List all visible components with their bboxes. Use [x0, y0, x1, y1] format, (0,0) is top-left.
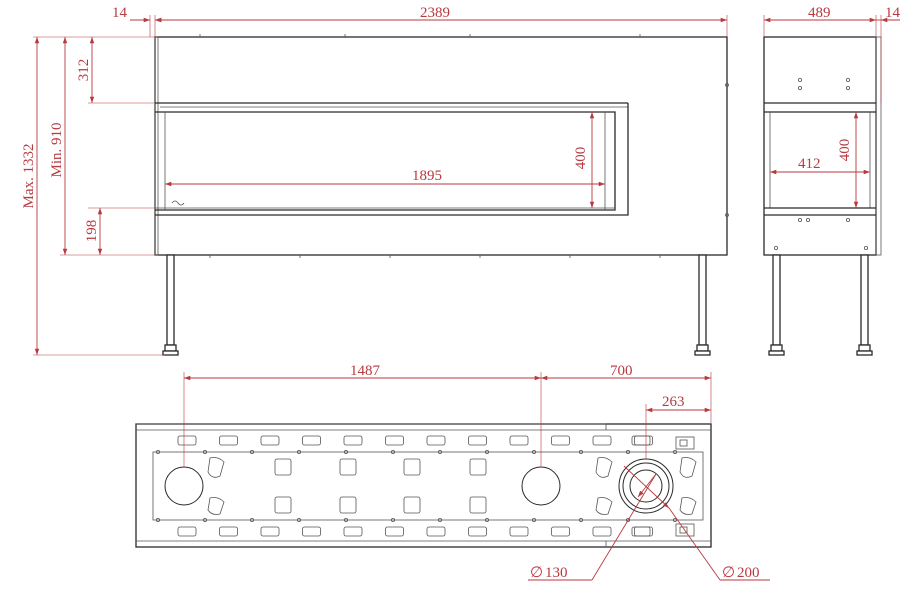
vent-slot [468, 435, 487, 446]
rivet-dot [249, 449, 254, 454]
dim-total-width: 2389 [420, 5, 450, 21]
vent-slot [343, 435, 363, 446]
rivet-dot [155, 449, 160, 454]
vent-slot [219, 526, 238, 537]
vent-slot [551, 435, 570, 446]
vent-slot [592, 526, 612, 537]
vent-slot [509, 435, 529, 446]
dim-min-height: Min. 910 [49, 122, 65, 177]
dim-side-opening-height: 400 [837, 139, 853, 162]
dim-flue-inner-diameter: 130 [545, 565, 568, 581]
vent-slot [631, 526, 651, 537]
vent-slot [509, 526, 529, 537]
vent-slots-top [177, 435, 653, 446]
rivet-dot [296, 518, 301, 523]
mounting-square [469, 458, 487, 476]
dim-side-depth: 489 [808, 5, 831, 21]
rivet-dot [437, 449, 442, 454]
rivet-dots [155, 449, 678, 523]
dim-top-offset: 14 [112, 5, 128, 21]
connector-boxes [675, 436, 695, 537]
vent-slot [219, 435, 238, 446]
rivet-dot [437, 518, 442, 523]
vent-slot [302, 526, 321, 537]
rivet-dot [202, 518, 207, 523]
dim-flue-spacing: 1487 [350, 363, 381, 379]
rivet-dot [673, 518, 678, 523]
vent-slot [426, 435, 446, 446]
curved-cutouts [207, 457, 697, 515]
rivet-dot [532, 518, 537, 523]
mounting-squares [274, 458, 487, 514]
rivet-dot [296, 449, 301, 454]
rivet-dot [343, 518, 348, 523]
dim-bottom-band: 198 [84, 220, 100, 243]
vent-slot [177, 526, 197, 537]
rivet-dot [484, 518, 489, 523]
vent-slot [551, 526, 570, 537]
vent-slots-bottom [177, 526, 653, 537]
dim-flue-inner-diameter-symbol: ∅ [530, 565, 543, 581]
dim-side-offset: 14 [885, 5, 901, 21]
dimension-lines: 14 2389 489 14 Max. 1332 Min. 910 312 19… [21, 5, 901, 581]
dim-flue-offset: 700 [610, 363, 633, 379]
dim-opening-width: 1895 [412, 168, 442, 184]
vent-slot [260, 526, 280, 537]
vent-slot [385, 526, 404, 537]
rivet-dot [673, 449, 678, 454]
vent-slot [592, 435, 612, 446]
rivet-dot [390, 449, 395, 454]
mounting-square [469, 496, 487, 514]
middle-flue-hole [521, 466, 561, 506]
vent-slot [468, 526, 487, 537]
mounting-square [274, 496, 292, 514]
rivet-dot [202, 449, 207, 454]
dim-flue-outer-diameter: 200 [737, 565, 760, 581]
dim-flue-outer-diameter-symbol: ∅ [722, 565, 735, 581]
vent-slot [177, 435, 197, 446]
vent-slot [302, 435, 321, 446]
top-view [135, 423, 712, 548]
rivet-dot [155, 518, 160, 523]
mounting-square [274, 458, 292, 476]
side-legs [768, 254, 873, 356]
dim-top-band: 312 [76, 59, 92, 82]
rivet-dot [343, 449, 348, 454]
mounting-square [339, 458, 357, 476]
left-flue-hole [164, 466, 204, 506]
vent-slot [426, 526, 446, 537]
dim-flue-edge: 263 [662, 394, 685, 410]
dim-max-height: Max. 1332 [21, 144, 37, 209]
rivet-dot [626, 518, 631, 523]
rivet-dot [579, 449, 584, 454]
vent-slot [631, 435, 651, 446]
front-view [154, 34, 729, 356]
vent-slot [343, 526, 363, 537]
rivet-dot [484, 449, 489, 454]
brand-logo [171, 200, 185, 206]
rivet-dot [532, 449, 537, 454]
dim-side-opening-width: 412 [798, 156, 821, 172]
rivet-dot [626, 449, 631, 454]
mounting-square [339, 496, 357, 514]
vent-slot [385, 435, 404, 446]
rivet-dot [579, 518, 584, 523]
front-legs [162, 254, 711, 356]
vent-slot [260, 435, 280, 446]
rivet-dot [390, 518, 395, 523]
mounting-square [403, 458, 421, 476]
mounting-square [403, 496, 421, 514]
rivet-dot [249, 518, 254, 523]
dim-opening-height: 400 [573, 147, 589, 170]
side-view [763, 36, 882, 356]
